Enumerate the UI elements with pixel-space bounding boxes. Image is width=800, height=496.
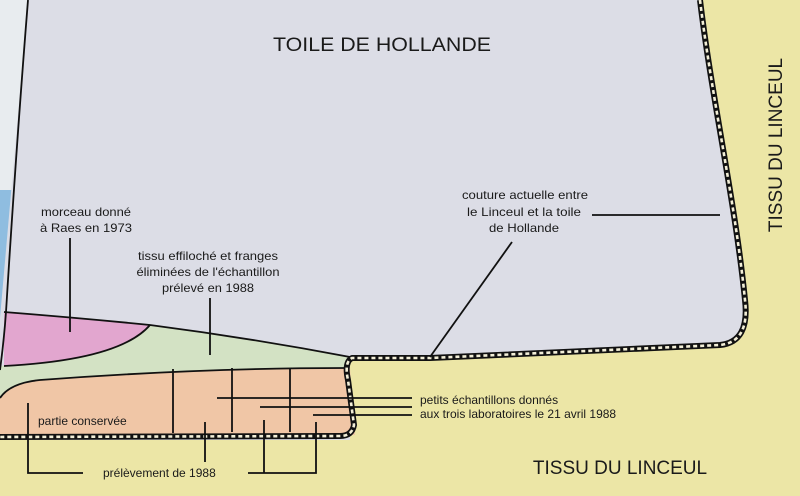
seam-label: le Linceul et la toile <box>467 205 581 219</box>
title: TOILE DE HOLLANDE <box>273 35 491 56</box>
raes-piece-region <box>4 312 150 366</box>
frayed-label: tissu effiloché et franges <box>138 249 278 263</box>
seam-stitches <box>0 0 747 439</box>
frayed-label: éliminées de l'échantillon <box>137 265 280 279</box>
sampling-bracket <box>248 420 317 474</box>
holland-left-edge <box>0 0 29 371</box>
kept-bracket <box>27 403 83 474</box>
kept-part-label: partie conservée <box>38 414 127 428</box>
seam-label: couture actuelle entre <box>462 188 588 202</box>
raes-label: à Raes en 1973 <box>40 221 132 235</box>
frayed-top-line <box>3 311 351 358</box>
bottom-shroud-label: TISSU DU LINCEUL <box>533 458 707 479</box>
seam-leader <box>429 241 513 358</box>
sample-top-line <box>0 367 346 399</box>
sampling-label: prélèvement de 1988 <box>103 466 216 480</box>
samples-label: aux trois laboratoires le 21 avril 1988 <box>420 407 616 421</box>
frayed-label: prélevé en 1988 <box>162 281 254 295</box>
samples-label: petits échantillons donnés <box>420 393 558 407</box>
right-shroud-label: TISSU DU LINCEUL <box>766 58 787 232</box>
frayed-region <box>0 325 350 398</box>
sample-region <box>0 368 355 437</box>
raes-label: morceau donné <box>41 205 131 219</box>
seam-label: de Hollande <box>489 221 559 235</box>
raes-piece-outline <box>3 324 151 367</box>
